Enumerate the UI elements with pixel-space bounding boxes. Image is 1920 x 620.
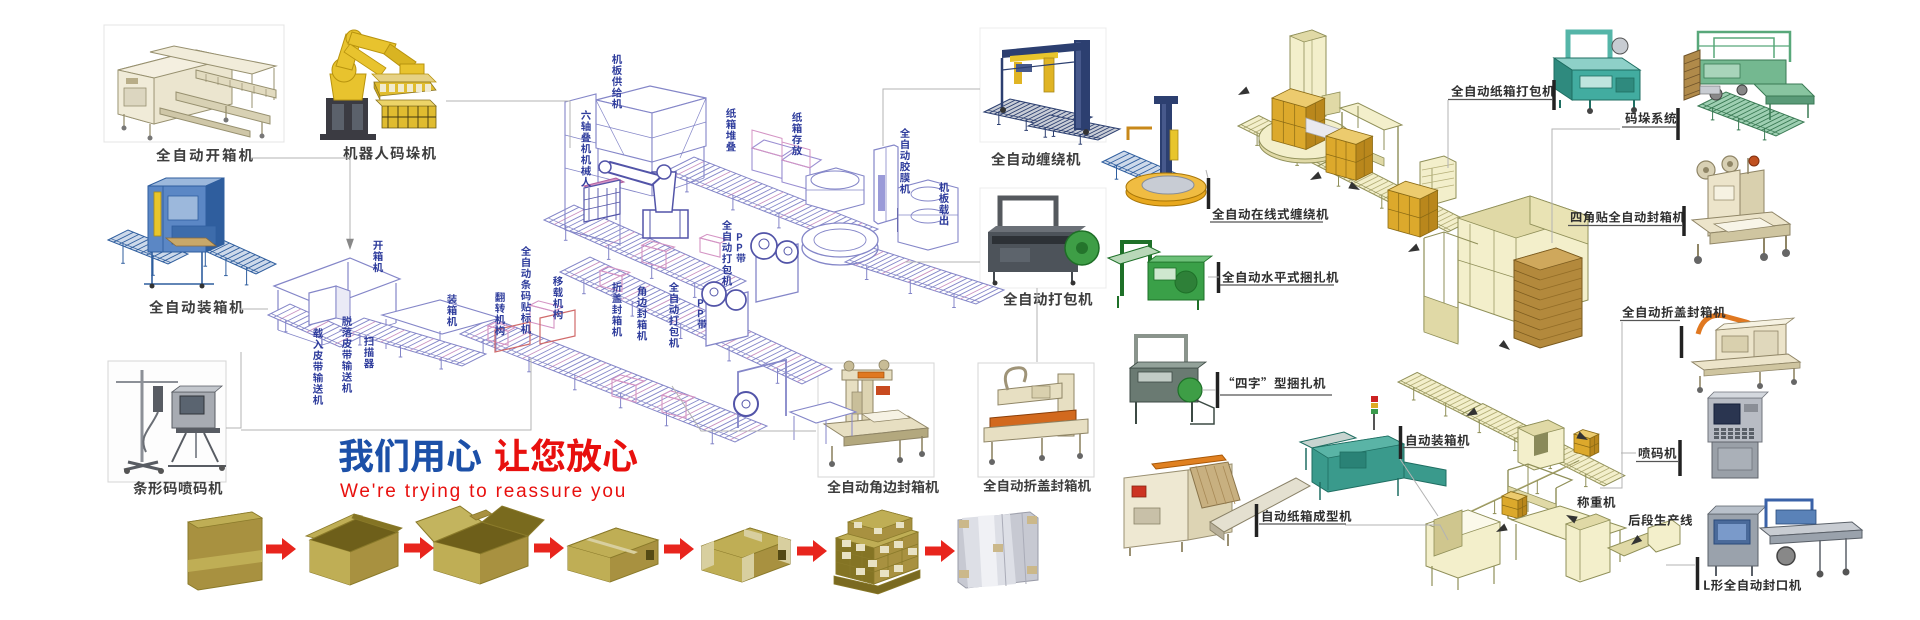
svg-text:We're trying to reassure you: We're trying to reassure you xyxy=(340,481,627,502)
